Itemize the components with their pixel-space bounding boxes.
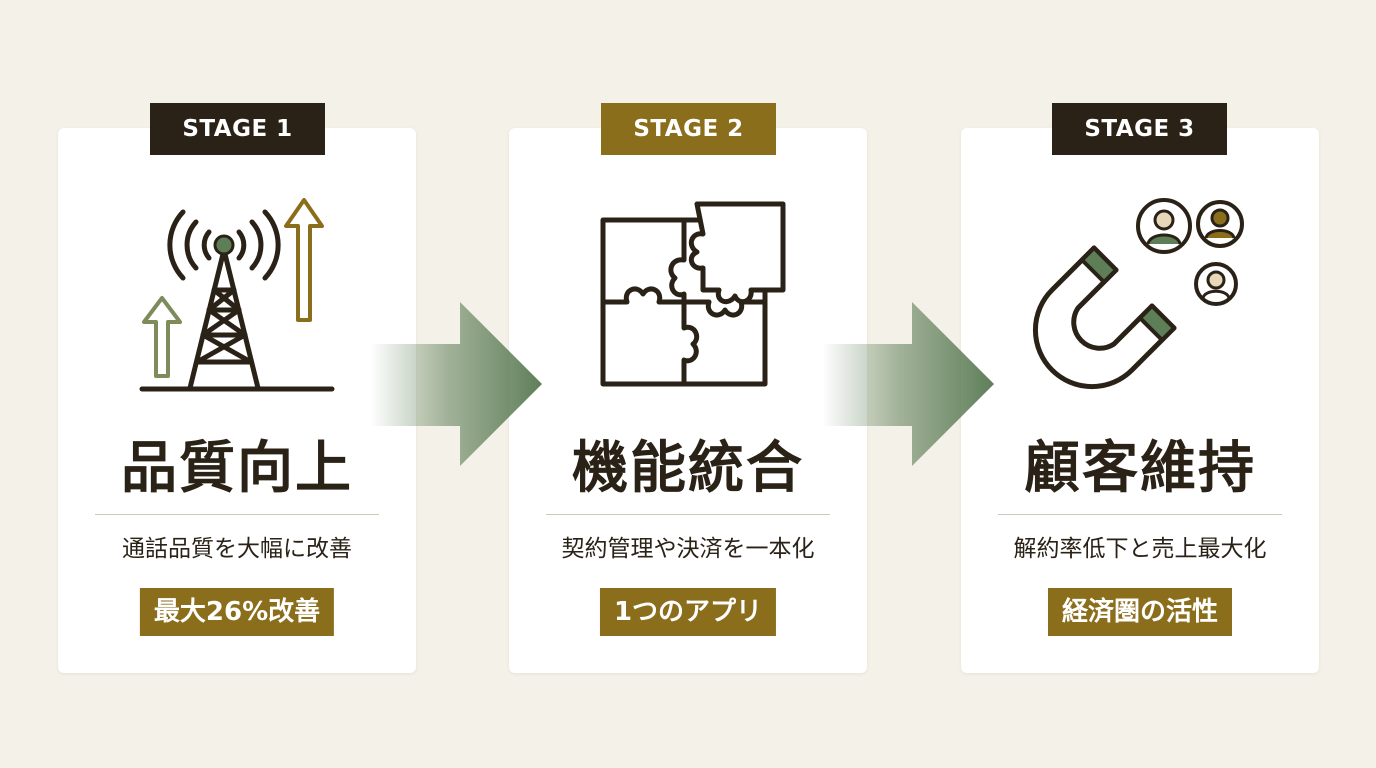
stage-3-description: 解約率低下と売上最大化 bbox=[1013, 536, 1267, 562]
stage-3-highlight: 経済圏の活性 bbox=[1047, 588, 1233, 636]
stage-1-title: 品質向上 bbox=[121, 435, 353, 501]
stage-3-card: 顧客維持 解約率低下と売上最大化 経済圏の活性 bbox=[961, 128, 1319, 673]
signal-tower-icon bbox=[139, 198, 335, 392]
puzzle-icon bbox=[600, 201, 786, 387]
stage-2-card: 機能統合 契約管理や決済を一本化 1つのアプリ bbox=[509, 128, 867, 673]
magnet-customers-icon bbox=[1032, 198, 1244, 390]
stage-2-description: 契約管理や決済を一本化 bbox=[561, 536, 815, 562]
stage-1-badge: STAGE 1 bbox=[150, 103, 325, 155]
stage-1-card: 品質向上 通話品質を大幅に改善 最大26%改善 bbox=[58, 128, 416, 673]
stage-3-badge: STAGE 3 bbox=[1052, 103, 1227, 155]
stage-2-badge: STAGE 2 bbox=[601, 103, 776, 155]
stage-2-title: 機能統合 bbox=[572, 435, 804, 501]
divider bbox=[95, 514, 379, 515]
flow-arrow-1-to-2 bbox=[370, 302, 542, 466]
flow-arrow-2-to-3 bbox=[822, 302, 994, 466]
stage-2-highlight: 1つのアプリ bbox=[599, 588, 777, 636]
divider bbox=[546, 514, 830, 515]
stage-1-highlight: 最大26%改善 bbox=[139, 588, 335, 636]
stage-3-title: 顧客維持 bbox=[1024, 435, 1256, 501]
divider bbox=[998, 514, 1282, 515]
stage-1-description: 通話品質を大幅に改善 bbox=[122, 536, 352, 562]
